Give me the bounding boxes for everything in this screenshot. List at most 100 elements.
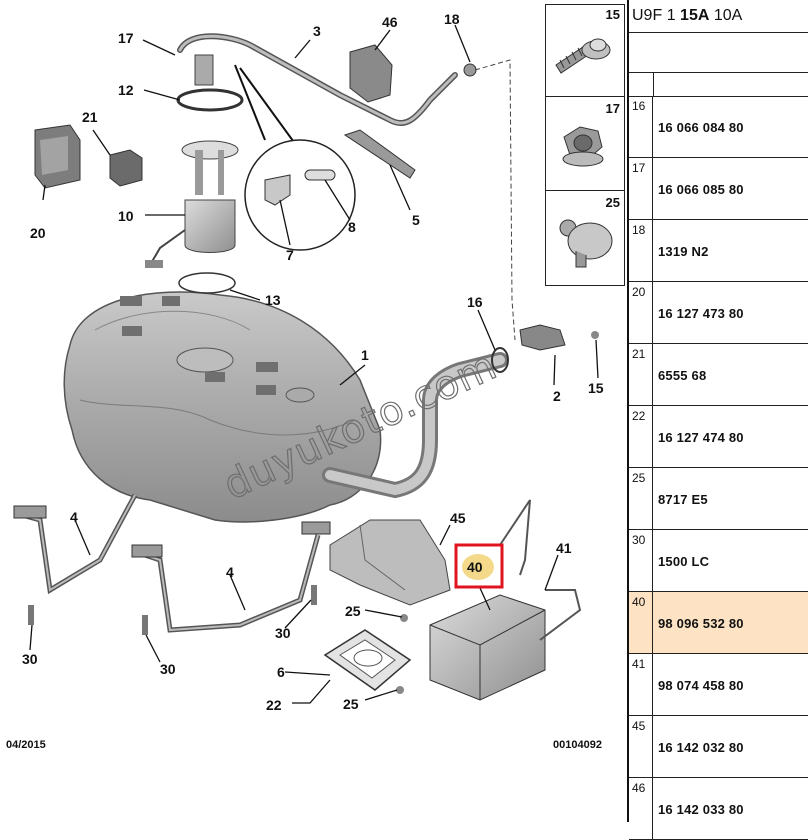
bracket [349,44,393,103]
nut-icon [562,126,604,167]
inset-number: 15 [605,7,620,22]
callout-45: 45 [450,510,466,526]
part-number: 16 066 085 80 [658,182,744,197]
filler-neck [322,347,509,499]
ref-number: 16 [629,96,653,157]
model-code-header: U9F 1 15A 10A [629,0,808,33]
ref-number: 45 [629,716,653,777]
callout-16: 16 [467,294,483,310]
detail-magnifier [234,64,356,251]
part-number: 16 066 084 80 [658,120,744,135]
ref-number: 22 [629,406,653,467]
callout-41: 41 [556,540,572,556]
table-row[interactable]: 25 8717 E5 [629,468,808,530]
part-number: 16 127 473 80 [658,306,744,321]
callout-20: 20 [30,225,46,241]
callout-17: 17 [118,30,134,46]
tank-strap-left [13,493,138,595]
header-spacer [629,33,808,73]
callout-1: 1 [361,347,369,363]
table-row[interactable]: 21 6555 68 [629,344,808,406]
inset-15: 15 [546,5,624,97]
callout-13: 13 [265,292,281,308]
part-number: 16 142 033 80 [658,802,744,817]
callout-30-left: 30 [22,651,38,667]
leader-lines [29,24,599,704]
fastener-insets: 15 17 25 [545,4,625,286]
strap-bolts [28,585,317,635]
engine-variant: 10A [713,7,743,24]
inset-25: 25 [546,193,624,285]
table-row-selected[interactable]: 40 98 096 532 80 [629,592,808,654]
ref-number: 41 [629,654,653,715]
relay [109,149,143,187]
part-number: 16 127 474 80 [658,430,744,445]
ref-number: 17 [629,158,653,219]
callout-21: 21 [82,109,98,125]
table-row[interactable]: 16 16 066 084 80 [629,96,808,158]
ref-number: 30 [629,530,653,591]
ref-number: 21 [629,344,653,405]
inset-17: 17 [546,99,624,191]
callout-6: 6 [277,664,285,680]
ref-number: 25 [629,468,653,529]
callout-18: 18 [444,11,460,27]
part-number: 6555 68 [658,368,707,383]
plug-clip-icon [559,219,613,268]
table-row[interactable]: 45 16 142 032 80 [629,716,808,778]
callout-40-highlight: 40 [454,543,504,589]
ref-number: 20 [629,282,653,343]
fuel-tank [63,291,382,523]
table-row[interactable]: 22 16 127 474 80 [629,406,808,468]
canister [34,124,81,189]
part-number: 1500 LC [658,554,710,569]
ref-number: 18 [629,220,653,281]
fuel-pump [145,54,244,294]
fuel-module [429,499,582,701]
clip-pin [343,129,416,179]
callout-40: 40 [467,559,483,575]
column-header [629,73,808,97]
callout-4-left: 4 [70,509,78,525]
callout-25-lower: 25 [343,696,359,712]
callout-30-right: 30 [275,625,291,641]
table-row[interactable]: 17 16 066 085 80 [629,158,808,220]
table-row[interactable]: 30 1500 LC [629,530,808,592]
ref-number: 40 [629,592,653,653]
callout-46: 46 [382,14,398,30]
model-sep: 1 [666,7,676,24]
callout-5: 5 [412,212,420,228]
access-cover [323,629,412,691]
table-row[interactable]: 46 16 142 033 80 [629,778,808,840]
part-number: 1319 N2 [658,244,709,259]
callout-3: 3 [313,23,321,39]
part-rows: 16 16 066 084 80 17 16 066 085 80 18 131… [629,96,808,840]
vent-pipe [177,33,516,341]
engine-code: 15A [680,7,710,24]
callout-7: 7 [286,247,294,263]
tank-strap-right [131,521,331,633]
callout-22: 22 [266,697,282,713]
heat-shield [329,519,451,606]
part-number: 16 142 032 80 [658,740,744,755]
callout-15: 15 [588,380,604,396]
table-row[interactable]: 18 1319 N2 [629,220,808,282]
model-code: U9F [632,7,663,24]
table-row[interactable]: 41 98 074 458 80 [629,654,808,716]
part-number: 98 074 458 80 [658,678,744,693]
part-reference-panel: U9F 1 15A 10A 16 16 066 084 80 17 16 066… [627,0,808,840]
callout-2: 2 [553,388,561,404]
table-row[interactable]: 20 16 127 473 80 [629,282,808,344]
screw-icon [555,38,611,74]
part-number: 98 096 532 80 [658,616,744,631]
callout-30-middle: 30 [160,661,176,677]
part-number: 8717 E5 [658,492,708,507]
inset-number: 17 [605,101,620,116]
fuel-system-diagram: 17 12 21 10 20 3 46 18 5 8 7 13 1 16 2 1… [6,11,604,751]
ref-number: 46 [629,778,653,839]
callout-4-right: 4 [226,564,234,580]
callout-12: 12 [118,82,134,98]
inset-number: 25 [605,195,620,210]
diagram-date: 04/2015 [6,739,46,751]
callout-10: 10 [118,208,134,224]
